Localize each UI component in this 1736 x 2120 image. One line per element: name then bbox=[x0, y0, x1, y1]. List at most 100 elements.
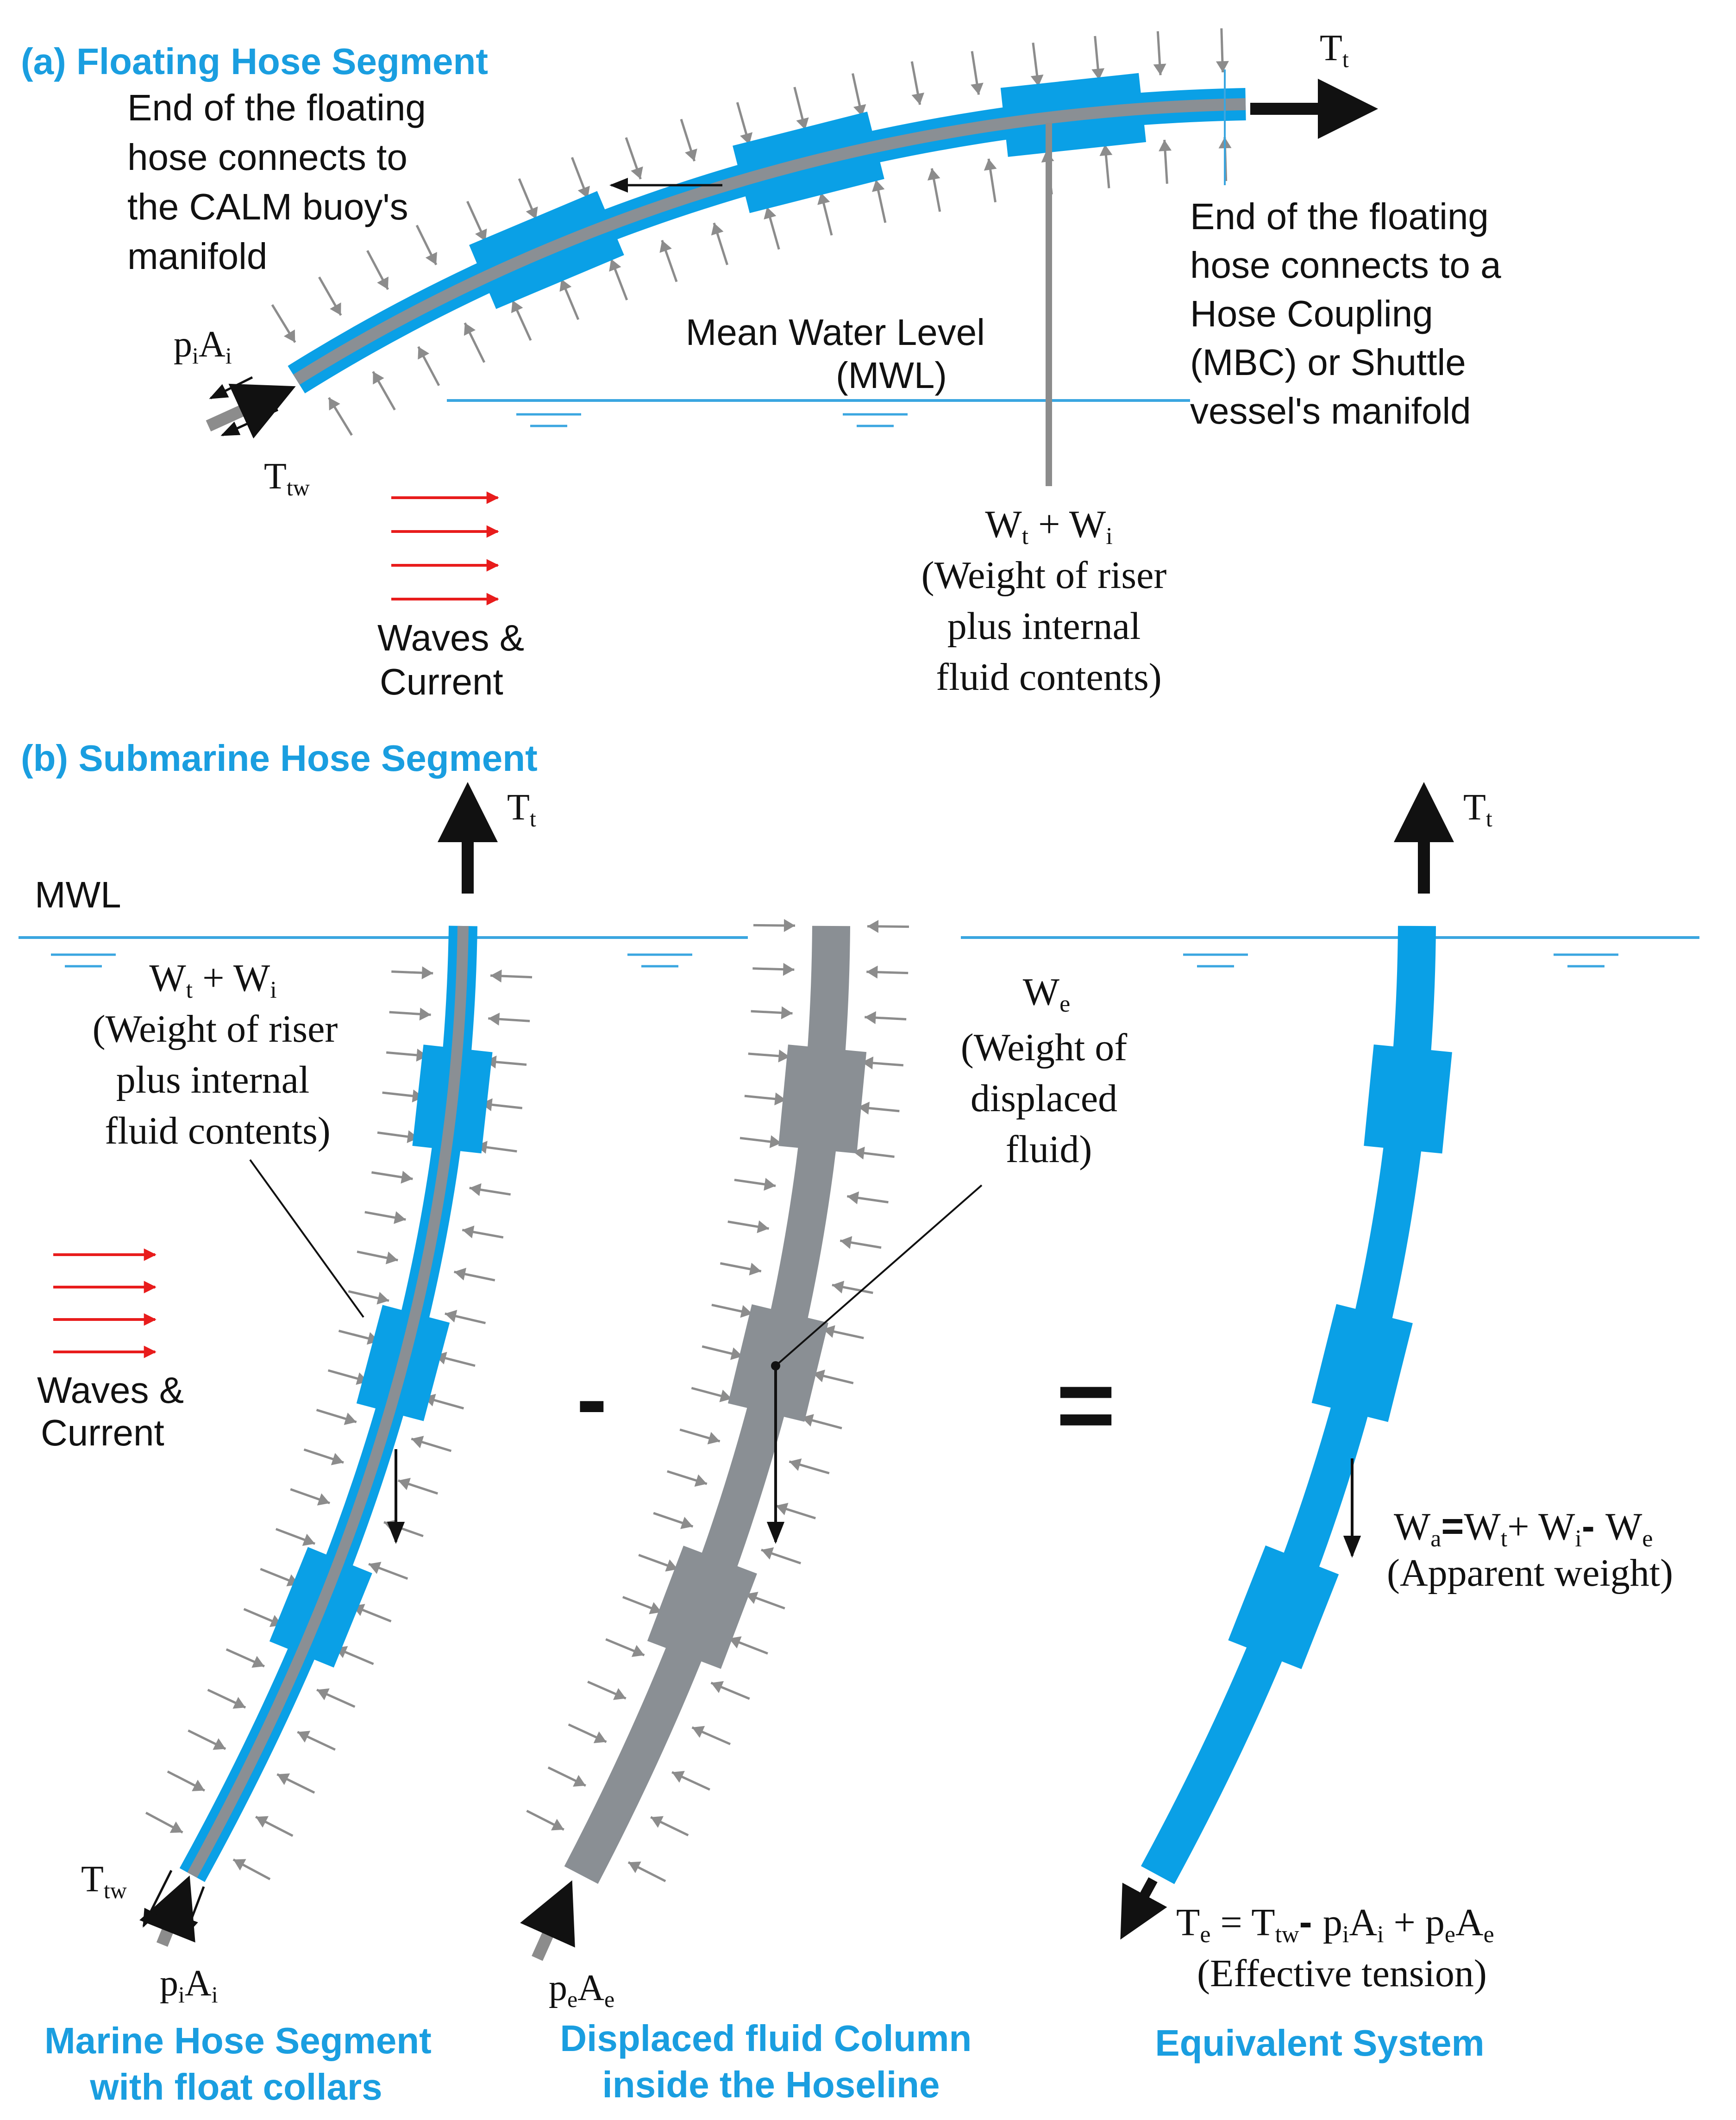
tension-tw-arrow-b bbox=[209, 376, 253, 400]
pressure-arrow-head bbox=[213, 1738, 226, 1750]
weight-leader-b bbox=[249, 1159, 364, 1318]
pressure-arrow-head bbox=[862, 1057, 874, 1069]
water-surface-symbols bbox=[516, 413, 908, 427]
weight-note-b: (Weight of riser plus internal fluid con… bbox=[93, 1007, 348, 1152]
pressure-arrow bbox=[206, 383, 296, 439]
pressure-arrow-head bbox=[559, 279, 572, 292]
pressure-arrow-head bbox=[685, 148, 697, 162]
pressure-arrow-head bbox=[764, 1178, 776, 1191]
mwl-label-b: MWL bbox=[35, 874, 121, 915]
weight-label-b: Wt + Wi bbox=[149, 957, 276, 1003]
fluid-column-bulges bbox=[647, 1044, 867, 1669]
displaced-fluid-column bbox=[564, 926, 983, 1884]
pressure-arrow-head bbox=[419, 1007, 431, 1021]
pressure-arrow-head bbox=[781, 1006, 793, 1019]
displaced-weight-label: We bbox=[1023, 970, 1070, 1017]
pressure-arrow-head bbox=[769, 1135, 782, 1148]
pressure-arrow-head bbox=[416, 1049, 428, 1062]
caption-right: Equivalent System bbox=[1155, 2022, 1484, 2064]
pressure-arrow-head bbox=[377, 276, 389, 290]
panel-a: (a) Floating Hose Segment Tt piAi Ttw bbox=[21, 28, 1511, 702]
pressure-arrow-head bbox=[911, 92, 925, 105]
pressure-arrow-head bbox=[445, 1310, 458, 1323]
bottom-pressure-label: piAi bbox=[160, 1963, 218, 2007]
float-collar bbox=[647, 1545, 757, 1669]
pressure-arrow-head bbox=[418, 346, 430, 360]
pressure-arrow-head bbox=[344, 1413, 357, 1425]
pressure-arrow-head bbox=[511, 300, 523, 313]
float-collar bbox=[1228, 1545, 1339, 1670]
pressure-arrow-head bbox=[169, 1821, 183, 1833]
pressure-arrow-head bbox=[398, 1477, 411, 1490]
pressure-arrow-head bbox=[858, 1101, 870, 1115]
float-collar bbox=[1364, 1044, 1452, 1154]
left-end-note: End of the floating hose connects to the… bbox=[127, 87, 436, 277]
pressure-arrow-head bbox=[749, 1263, 761, 1276]
pressure-arrow-head bbox=[526, 206, 538, 219]
pressure-arrow-head bbox=[865, 1011, 876, 1025]
waves-label-b: Waves & Current bbox=[37, 1370, 194, 1453]
right-end-note: End of the floating hose connects to a H… bbox=[1190, 196, 1511, 432]
pressure-arrow-head bbox=[1091, 68, 1105, 80]
apparent-weight-note: (Apparent weight) bbox=[1387, 1551, 1673, 1595]
pressure-arrow-head bbox=[376, 1292, 389, 1305]
pressure-arrow-head bbox=[927, 168, 940, 181]
pressure-arrow-head bbox=[469, 1183, 482, 1196]
pressure-arrow-head bbox=[665, 1559, 678, 1572]
pressure-arrow-head bbox=[631, 1645, 645, 1657]
pressure-arrow-head bbox=[454, 1268, 466, 1281]
pressure-arrow-head bbox=[297, 1731, 311, 1743]
equivalent-system bbox=[1141, 926, 1452, 1884]
pressure-arrow-head bbox=[401, 1170, 413, 1184]
pressure-arrow-head bbox=[251, 1656, 264, 1668]
pressure-arrow-head bbox=[317, 1688, 330, 1701]
pressure-arrow-head bbox=[233, 1859, 246, 1871]
effective-tension-formula: Te = Ttw- piAi + peAe bbox=[1176, 1900, 1494, 1948]
pressure-arrow-head bbox=[329, 397, 340, 411]
pressure-arrow-displaced bbox=[520, 1880, 575, 1961]
pressure-arrow-head bbox=[631, 166, 643, 179]
pressure-arrow-head bbox=[369, 1562, 382, 1574]
pressure-arrow-head bbox=[778, 1049, 790, 1063]
pressure-arrow-head bbox=[832, 1281, 845, 1294]
tension-t-label-b-left: Tt bbox=[507, 787, 536, 832]
pressure-arrow-head bbox=[283, 329, 295, 343]
pressure-arrow-head bbox=[331, 1453, 344, 1465]
pressure-arrow-head bbox=[711, 223, 724, 236]
pressure-arrow-head bbox=[613, 1688, 626, 1700]
pressure-arrow-head bbox=[277, 1773, 290, 1785]
pressure-arrow-head bbox=[462, 1226, 475, 1238]
pressure-arrows-b bbox=[145, 919, 909, 1882]
pressure-arrow-head bbox=[573, 1775, 586, 1787]
weight-label-a: Wt + Wi bbox=[985, 503, 1112, 550]
pressure-arrow-head bbox=[651, 1816, 664, 1828]
marine-hose-with-collars bbox=[179, 926, 493, 1882]
pressure-arrow-head bbox=[740, 1305, 752, 1318]
pressure-arrow-head bbox=[490, 969, 502, 983]
panel-b-title: (b) Submarine Hose Segment bbox=[21, 738, 538, 779]
pressure-arrow-head bbox=[1153, 63, 1166, 75]
float-collars bbox=[469, 73, 1147, 309]
effective-tension-note: (Effective tension) bbox=[1197, 1952, 1487, 1995]
pressure-arrow-head bbox=[867, 919, 879, 933]
displaced-weight-note: (Weight of displaced fluid) bbox=[961, 1026, 1137, 1171]
pressure-arrow-head bbox=[872, 180, 885, 192]
pressure-arrow-head bbox=[411, 1436, 424, 1449]
pressure-arrow-head bbox=[783, 963, 795, 976]
pressure-arrow-head bbox=[694, 1474, 707, 1487]
equals-sign: = bbox=[1056, 1348, 1116, 1462]
pressure-arrow-head bbox=[256, 1816, 269, 1828]
water-surface-symbols-b bbox=[51, 953, 1618, 968]
pressure-arrow-head bbox=[628, 1861, 641, 1873]
pressure-arrow-head bbox=[774, 1092, 786, 1106]
panel-a-title: (a) Floating Hose Segment bbox=[21, 41, 488, 82]
waves-label-a: Waves & Current bbox=[377, 617, 534, 702]
caption-mid: Displaced fluid Column inside the Hoseli… bbox=[560, 2018, 982, 2105]
pressure-arrow-head bbox=[407, 1130, 419, 1143]
pressure-arrow-head bbox=[847, 1191, 859, 1205]
pressure-arrow-head bbox=[421, 966, 433, 980]
waves-current-arrows-b bbox=[53, 1248, 157, 1358]
pressure-arrow-head bbox=[317, 1493, 330, 1506]
pressure-arrow-head bbox=[729, 1636, 742, 1649]
tension-tw-arrow-a bbox=[220, 408, 279, 437]
